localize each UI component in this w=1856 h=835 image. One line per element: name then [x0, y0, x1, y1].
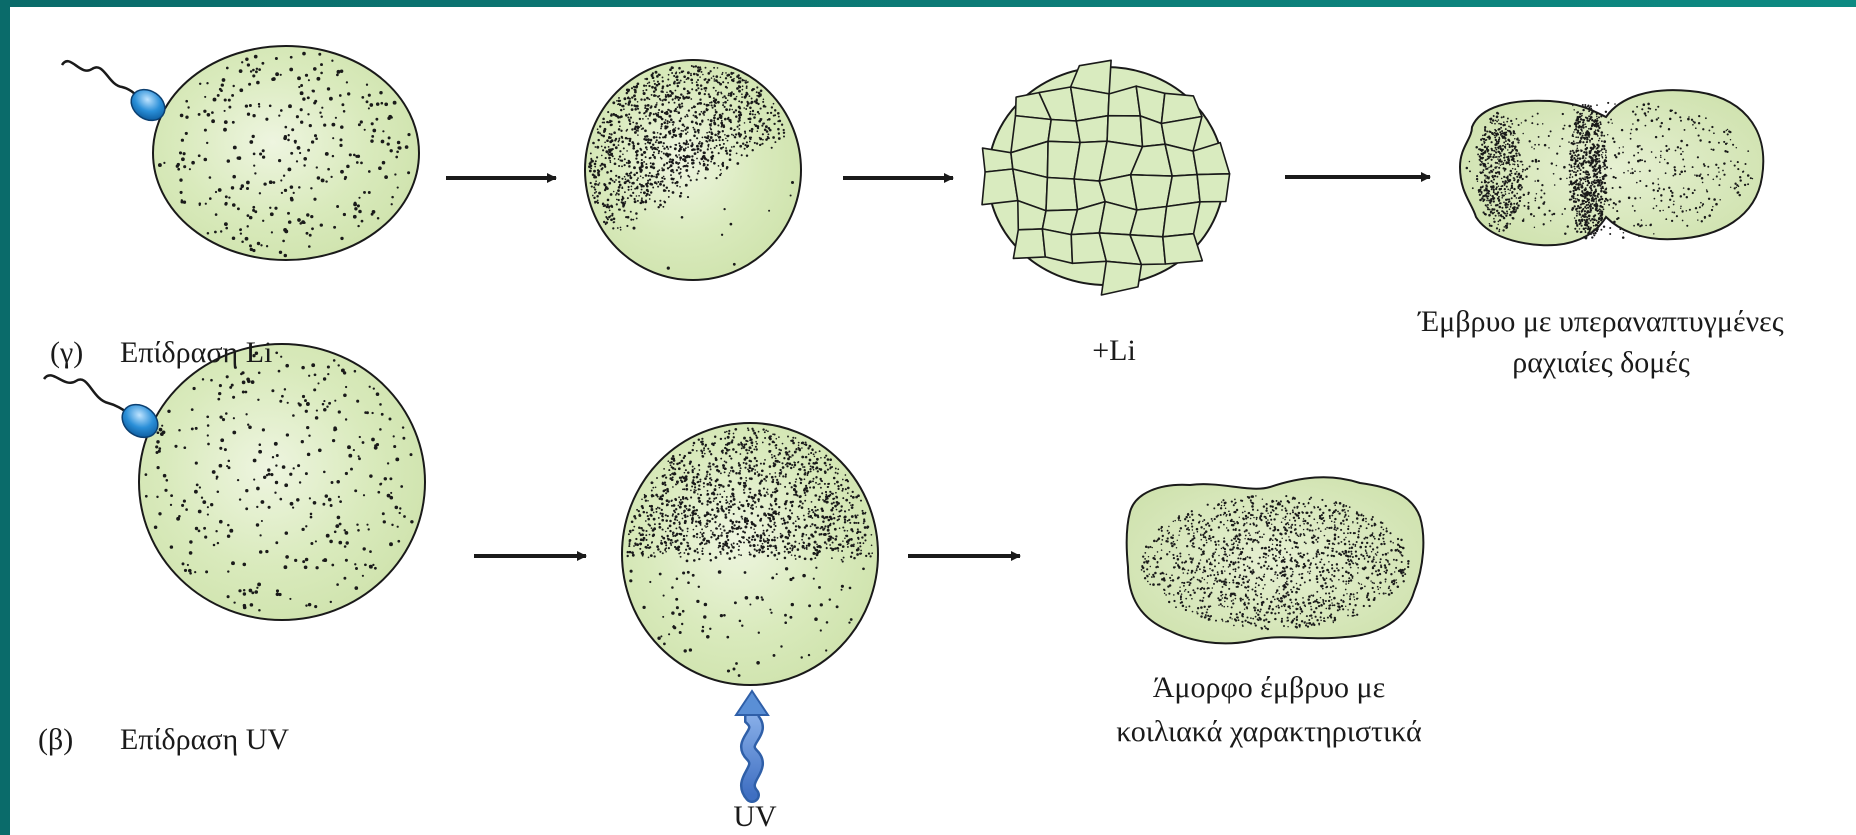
blastomere	[982, 169, 1018, 205]
row-marker-gamma: (γ)	[50, 335, 83, 371]
blastomere-cells	[982, 60, 1230, 295]
blastomere	[983, 148, 1013, 172]
egg-dorsal-shift	[585, 60, 801, 280]
outcome-line1-beta: Άμορφο έμβρυο με	[1153, 670, 1386, 706]
amorphous-embryo	[1127, 477, 1424, 643]
uv-arrow-icon	[736, 691, 768, 795]
dorsalized-embryo	[1460, 90, 1763, 245]
outcome-line2-gamma: ραχιαίες δομές	[1512, 345, 1690, 381]
sperm-icon-beta	[44, 375, 164, 444]
row-gamma	[62, 46, 1763, 295]
blastomere	[1163, 202, 1200, 237]
outcome-line1-gamma: Έμβρυο με υπεραναπτυγμένες	[1418, 304, 1783, 340]
row-marker-beta: (β)	[38, 722, 73, 758]
blastomere	[1048, 120, 1080, 143]
blastomere	[1101, 261, 1141, 295]
egg-uv-irradiated	[622, 423, 878, 685]
diagram-canvas	[10, 7, 1856, 835]
blastomere	[1013, 229, 1045, 259]
blastomere	[1197, 174, 1230, 202]
stage-label-li: +Li	[1092, 333, 1136, 369]
sperm-icon	[62, 61, 171, 127]
fertilized-egg-gamma	[153, 46, 419, 260]
blastomere	[1076, 116, 1108, 143]
outcome-line2-beta: κοιλιακά χαρακτηριστικά	[1116, 714, 1421, 750]
treatment-label-uv: Επίδραση UV	[120, 722, 289, 758]
blastomere	[1131, 175, 1173, 210]
blastomere	[1046, 178, 1078, 211]
treatment-label-li: Επίδραση Li	[120, 335, 272, 371]
diagram-panel: (γ) Επίδραση Li +Li Έμβρυο με υπεραναπτυ…	[10, 7, 1856, 835]
cleaved-embryo	[982, 60, 1230, 295]
frame-corner	[1556, 828, 1856, 835]
stage-label-uv: UV	[733, 799, 776, 835]
fertilized-egg-beta	[139, 344, 425, 620]
